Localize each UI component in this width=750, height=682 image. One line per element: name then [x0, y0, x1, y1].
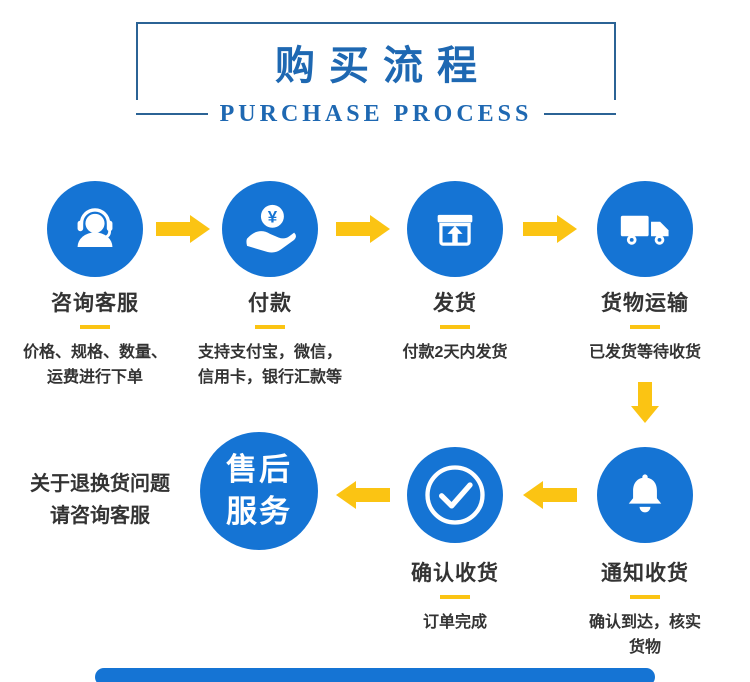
arrow-confirm-to-aftersale — [336, 481, 390, 509]
arrow-transport-to-notify — [631, 382, 659, 423]
arrow-shaft — [543, 488, 577, 502]
hand-coin-icon: ¥ — [241, 200, 299, 258]
step-payment-circle: ¥ — [222, 181, 318, 277]
subtitle-line-right — [544, 113, 616, 115]
header-subtitle-row: PURCHASE PROCESS — [136, 100, 616, 128]
step-confirm-desc: 订单完成 — [422, 614, 487, 631]
arrow-shaft — [336, 222, 370, 236]
step-notify-text: 通知收货 确认到达，核实 货物 — [550, 557, 740, 661]
step-transport-desc: 已发货等待收货 — [588, 344, 701, 361]
arrow-head — [336, 481, 356, 509]
arrow-head — [523, 481, 543, 509]
step-consult-text: 咨询客服 价格、规格、数量、 运费进行下单 — [0, 287, 190, 391]
step-ship-desc: 付款2天内发货 — [402, 344, 508, 361]
step-aftersale-circle: 售后 服务 — [200, 432, 318, 550]
yuan-symbol: ¥ — [268, 207, 278, 226]
label-underline — [440, 595, 470, 599]
check-circle-icon — [415, 455, 495, 535]
page-subtitle: PURCHASE PROCESS — [219, 100, 533, 127]
arrow-shaft — [638, 382, 652, 406]
label-underline — [630, 325, 660, 329]
step-transport-label: 货物运输 — [601, 292, 689, 315]
step-confirm-circle — [407, 447, 503, 543]
step-confirm-label: 确认收货 — [411, 562, 499, 585]
label-underline — [440, 325, 470, 329]
bell-icon — [619, 469, 671, 521]
page-title: 购买流程 — [275, 44, 491, 88]
step-ship-circle — [407, 181, 503, 277]
arrow-shaft — [523, 222, 557, 236]
header: 购买流程 PURCHASE PROCESS — [136, 22, 616, 128]
label-underline — [630, 595, 660, 599]
headset-icon — [68, 202, 122, 256]
arrow-head — [190, 215, 210, 243]
arrow-head — [370, 215, 390, 243]
step-payment-label: 付款 — [248, 292, 292, 315]
arrow-notify-to-confirm — [523, 481, 577, 509]
step-payment-text: 付款 支持支付宝，微信， 信用卡，银行汇款等 — [175, 287, 365, 391]
bottom-divider-bar — [95, 668, 655, 682]
step-confirm-text: 确认收货 订单完成 — [360, 557, 550, 636]
subtitle-line-left — [136, 113, 208, 115]
header-frame: 购买流程 — [136, 22, 616, 100]
step-consult-label: 咨询客服 — [51, 292, 139, 315]
arrow-head — [557, 215, 577, 243]
label-underline — [80, 325, 110, 329]
step-ship-text: 发货 付款2天内发货 — [360, 287, 550, 366]
step-transport-text: 货物运输 已发货等待收货 — [550, 287, 740, 366]
arrow-ship-to-transport — [523, 215, 577, 243]
arrow-consult-to-payment — [156, 215, 210, 243]
aftersale-note: 关于退换货问题 请咨询客服 — [30, 473, 170, 527]
arrow-shaft — [356, 488, 390, 502]
step-ship-label: 发货 — [433, 292, 477, 315]
step-notify-label: 通知收货 — [601, 562, 689, 585]
step-payment-desc: 支持支付宝，微信， 信用卡，银行汇款等 — [197, 344, 342, 386]
arrow-payment-to-ship — [336, 215, 390, 243]
step-transport-circle — [597, 181, 693, 277]
step-consult-circle — [47, 181, 143, 277]
arrow-head — [631, 406, 659, 423]
truck-icon — [616, 200, 674, 258]
arrow-shaft — [156, 222, 190, 236]
package-arrow-icon — [429, 203, 481, 255]
aftersale-label: 售后 服务 — [226, 452, 292, 529]
step-notify-circle — [597, 447, 693, 543]
label-underline — [255, 325, 285, 329]
step-notify-desc: 确认到达，核实 货物 — [588, 614, 701, 656]
step-consult-desc: 价格、规格、数量、 运费进行下单 — [22, 344, 167, 386]
